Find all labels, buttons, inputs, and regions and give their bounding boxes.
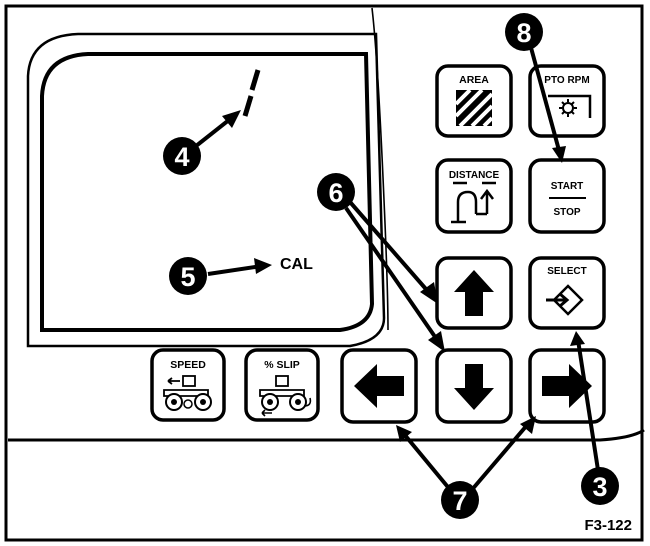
speed-key[interactable]: SPEED <box>150 348 226 422</box>
left-arrow-icon <box>354 364 404 408</box>
display-bezel <box>26 32 386 348</box>
panel-bottom-edge <box>8 428 645 442</box>
display-screen <box>40 52 375 332</box>
area-key[interactable]: AREA <box>435 64 513 138</box>
callout-8: 8 <box>505 13 543 51</box>
leader-lines <box>194 43 600 494</box>
callout-5: 5 <box>169 257 207 295</box>
svg-text:6: 6 <box>328 178 343 208</box>
pto-rpm-key-label: PTO RPM <box>544 75 589 86</box>
distance-key-label: DISTANCE <box>449 170 500 181</box>
display-digit <box>242 69 261 117</box>
callout-4: 4 <box>163 137 201 175</box>
gear-icon <box>548 94 592 118</box>
distance-key[interactable]: DISTANCE <box>435 158 513 234</box>
right-arrow-icon <box>542 364 592 408</box>
left-arrow-key[interactable] <box>340 348 418 424</box>
slip-key-label: % SLIP <box>264 359 300 371</box>
speed-key-label: SPEED <box>170 359 206 371</box>
area-key-label: AREA <box>459 74 489 86</box>
select-key-label: SELECT <box>547 266 586 277</box>
svg-text:8: 8 <box>516 18 531 48</box>
callout-3: 3 <box>581 467 619 505</box>
slip-key[interactable]: % SLIP <box>244 348 320 422</box>
select-arrow-icon <box>546 284 584 316</box>
start-label: START <box>551 181 584 192</box>
callout-7: 7 <box>441 481 479 519</box>
svg-text:7: 7 <box>452 486 467 516</box>
svg-text:4: 4 <box>174 142 189 172</box>
down-arrow-key[interactable] <box>435 348 513 424</box>
tractor-slip-icon <box>259 375 312 417</box>
leader-arrowheads <box>222 110 585 442</box>
pto-rpm-key[interactable]: PTO RPM <box>528 64 606 138</box>
up-arrow-icon <box>454 270 494 316</box>
down-arrow-icon <box>454 364 494 410</box>
distance-icon <box>451 181 496 224</box>
svg-text:3: 3 <box>592 472 607 502</box>
up-arrow-key[interactable] <box>435 256 513 330</box>
select-key[interactable]: SELECT <box>528 256 606 330</box>
tractor-icon <box>163 375 212 411</box>
figure-id: F3-122 <box>584 517 632 534</box>
start-stop-key[interactable]: START STOP <box>528 158 606 234</box>
callout-6: 6 <box>317 173 355 211</box>
right-arrow-key[interactable] <box>528 348 606 424</box>
stop-label: STOP <box>553 207 580 218</box>
cal-label: CAL <box>280 256 313 273</box>
figure-border <box>4 4 644 542</box>
hatched-square-icon <box>454 88 494 128</box>
svg-text:5: 5 <box>180 262 195 292</box>
